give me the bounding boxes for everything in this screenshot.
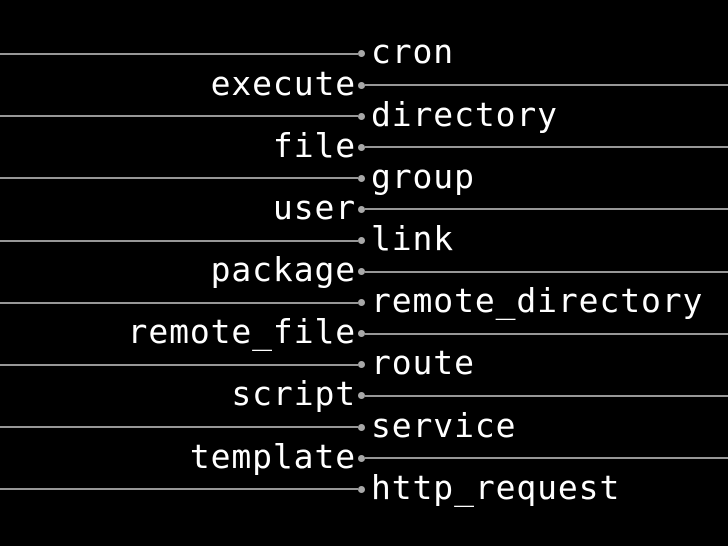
connector-dot — [358, 112, 365, 120]
resource-label: remote_file — [127, 312, 356, 352]
connector-dot — [358, 237, 365, 244]
connector-line — [365, 146, 728, 149]
resource-label: package — [210, 250, 356, 290]
connector-line — [365, 457, 728, 460]
connector-line — [0, 301, 358, 304]
resource-label: group — [371, 156, 475, 196]
connector-line — [0, 239, 358, 242]
connector-row: package — [0, 250, 728, 290]
resource-label: script — [231, 374, 356, 414]
connector-dot — [358, 361, 365, 369]
resource-label: cron — [371, 32, 455, 72]
connector-row: route — [0, 343, 728, 383]
resource-label: user — [272, 187, 356, 227]
connector-dot — [358, 268, 365, 276]
connector-row: user — [0, 187, 728, 227]
connector-dot — [358, 454, 365, 462]
connector-dot — [358, 143, 365, 151]
resource-label: directory — [371, 94, 558, 134]
connector-row: execute — [0, 63, 728, 103]
connector-line — [365, 332, 728, 335]
connector-row: http_request — [0, 467, 728, 507]
connector-dot — [358, 205, 365, 213]
connector-line — [0, 52, 358, 55]
connector-row: file — [0, 125, 728, 165]
resource-label: file — [272, 125, 356, 165]
resource-label: template — [189, 436, 356, 476]
resource-label: remote_directory — [371, 281, 704, 321]
connector-dot — [358, 50, 365, 58]
connector-row: cron — [0, 32, 728, 72]
connector-row: template — [0, 436, 728, 476]
connector-line — [0, 177, 358, 180]
connector-line — [365, 84, 728, 87]
resource-label: service — [371, 405, 517, 445]
connector-dot — [358, 81, 365, 89]
connector-row: group — [0, 156, 728, 196]
resource-label: route — [371, 343, 475, 383]
connector-line — [0, 488, 358, 491]
connector-row: link — [0, 219, 728, 258]
connector-row: remote_file — [0, 312, 728, 352]
connector-line — [0, 363, 358, 366]
connector-dot — [358, 299, 365, 307]
connector-line — [365, 394, 728, 397]
connector-dot — [358, 330, 365, 338]
connector-row: remote_directory — [0, 281, 728, 321]
connector-dot — [358, 485, 365, 493]
connector-dot — [358, 392, 365, 400]
connector-dot — [358, 423, 365, 431]
resource-label: link — [371, 219, 455, 258]
resource-label: http_request — [371, 467, 621, 507]
connector-dot — [358, 174, 365, 182]
connector-line — [0, 426, 358, 429]
connector-line — [365, 270, 728, 273]
connector-row: script — [0, 374, 728, 414]
connector-row: directory — [0, 94, 728, 134]
connector-line — [0, 115, 358, 118]
connector-row: service — [0, 405, 728, 445]
resource-label: execute — [210, 63, 356, 103]
connector-line — [365, 208, 728, 211]
